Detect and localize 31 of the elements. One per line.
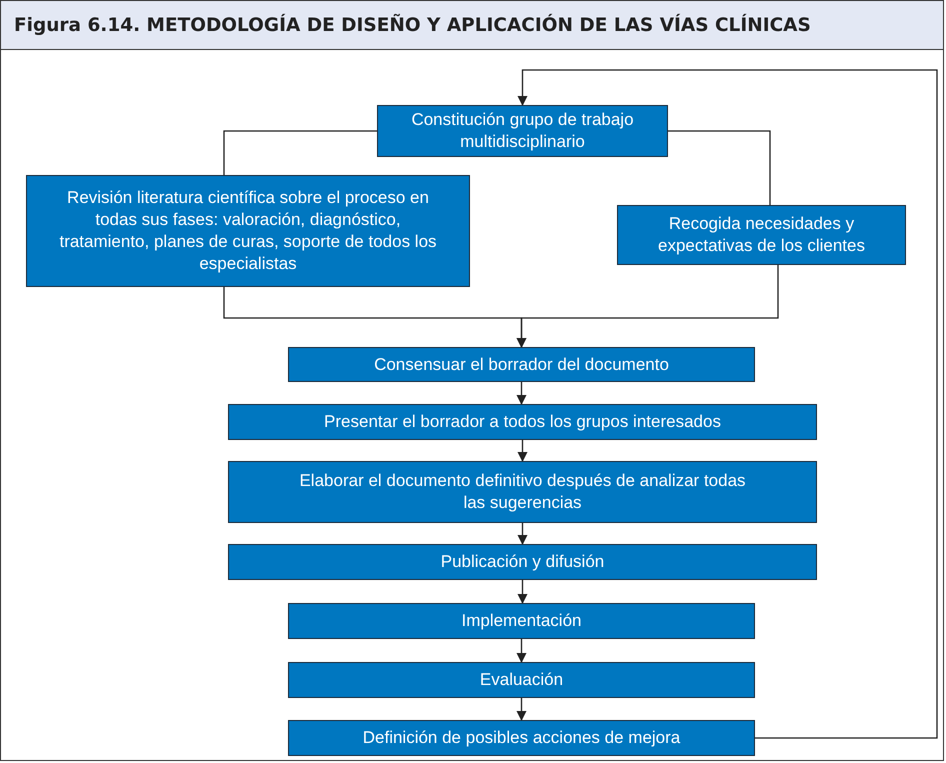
box-text: Implementación bbox=[461, 610, 582, 632]
process-box bbox=[228, 461, 817, 523]
arrow bbox=[518, 69, 938, 739]
process-box bbox=[228, 544, 817, 580]
process-box bbox=[228, 404, 817, 440]
process-box bbox=[288, 603, 755, 639]
arrow bbox=[518, 580, 528, 604]
box-text: Presentar el borrador a todos los grupos interesados bbox=[324, 411, 721, 433]
connector-line bbox=[668, 130, 771, 205]
box-text: Constitución grupo de trabajo multidisciplinario bbox=[410, 109, 635, 153]
box-text: Evaluación bbox=[480, 669, 564, 691]
process-box bbox=[377, 105, 668, 157]
connector-line bbox=[223, 130, 377, 175]
box-text: Definición de posibles acciones de mejora bbox=[362, 727, 680, 749]
process-box bbox=[288, 347, 755, 382]
figure-title: Figura 6.14. METODOLOGÍA DE DISEÑO Y APLICACIÓN DE LAS VÍAS CLÍNICAS bbox=[1, 1, 943, 50]
process-box bbox=[288, 662, 755, 698]
arrow bbox=[518, 523, 528, 545]
process-box bbox=[26, 175, 470, 287]
box-text: Publicación y difusión bbox=[440, 551, 604, 573]
box-text: Elaborar el documento definitivo después de analizar todas las sugerencias bbox=[299, 470, 746, 514]
arrow bbox=[518, 440, 528, 462]
process-box bbox=[288, 720, 755, 756]
box-text: Recogida necesidades y expectativas de los clientes bbox=[657, 213, 866, 257]
arrow bbox=[516, 382, 526, 405]
arrow bbox=[516, 698, 526, 721]
arrow bbox=[516, 639, 526, 663]
box-text: Revisión literatura científica sobre el proceso en todas sus fases: valoración, diagnóstico, tratamiento, planes de curas, soporte de todos los especialistas bbox=[58, 187, 438, 275]
arrow bbox=[516, 265, 779, 348]
process-box bbox=[617, 205, 906, 265]
box-text: Consensuar el borrador del documento bbox=[374, 354, 669, 376]
